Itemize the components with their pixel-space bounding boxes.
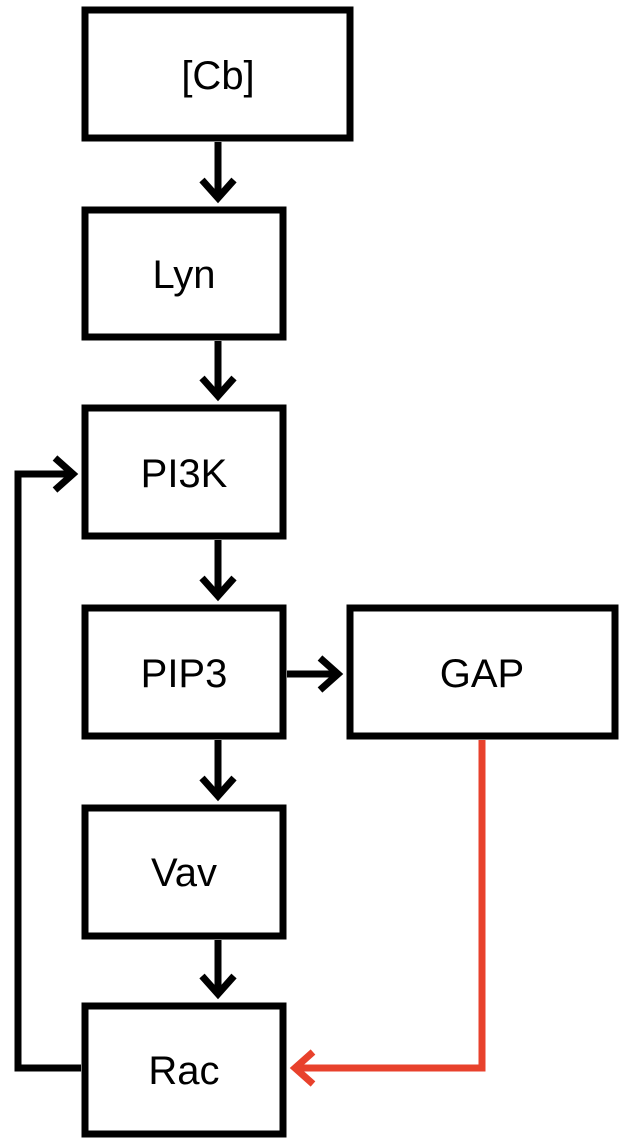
node-rac-label: Rac [148, 1049, 219, 1093]
node-vav: Vav [81, 804, 287, 940]
node-pip3-box [81, 604, 287, 740]
edge-pi3k-to-pip3 [199, 540, 237, 602]
node-pi3k: PI3K [81, 404, 287, 540]
edge-gap-to-rac [289, 740, 486, 1087]
edge-pip3-to-gap [287, 655, 344, 693]
node-lyn: Lyn [81, 206, 287, 341]
edge-cb-to-lyn [199, 142, 237, 204]
node-lyn-box [81, 206, 287, 341]
node-cb: [Cb] [81, 6, 354, 142]
node-pip3-label: PIP3 [141, 652, 228, 696]
edge-pip3-to-vav [199, 740, 237, 802]
node-gap-label: GAP [440, 652, 524, 696]
node-lyn-label: Lyn [152, 253, 215, 297]
node-vav-box [81, 804, 287, 940]
node-pip3: PIP3 [81, 604, 287, 740]
node-pi3k-box [81, 404, 287, 540]
edge-lyn-to-pi3k [199, 341, 237, 402]
node-gap-box [346, 604, 619, 740]
node-vav-label: Vav [151, 851, 217, 895]
node-gap: GAP [346, 604, 619, 740]
node-cb-box [81, 6, 354, 142]
edge-rac-to-pi3k-feedback [14, 455, 81, 1072]
edge-vav-to-rac [199, 940, 237, 1000]
node-cb-label: [Cb] [181, 54, 254, 98]
node-pi3k-label: PI3K [141, 452, 228, 496]
node-rac: Rac [81, 1002, 287, 1138]
node-rac-box [81, 1002, 287, 1138]
